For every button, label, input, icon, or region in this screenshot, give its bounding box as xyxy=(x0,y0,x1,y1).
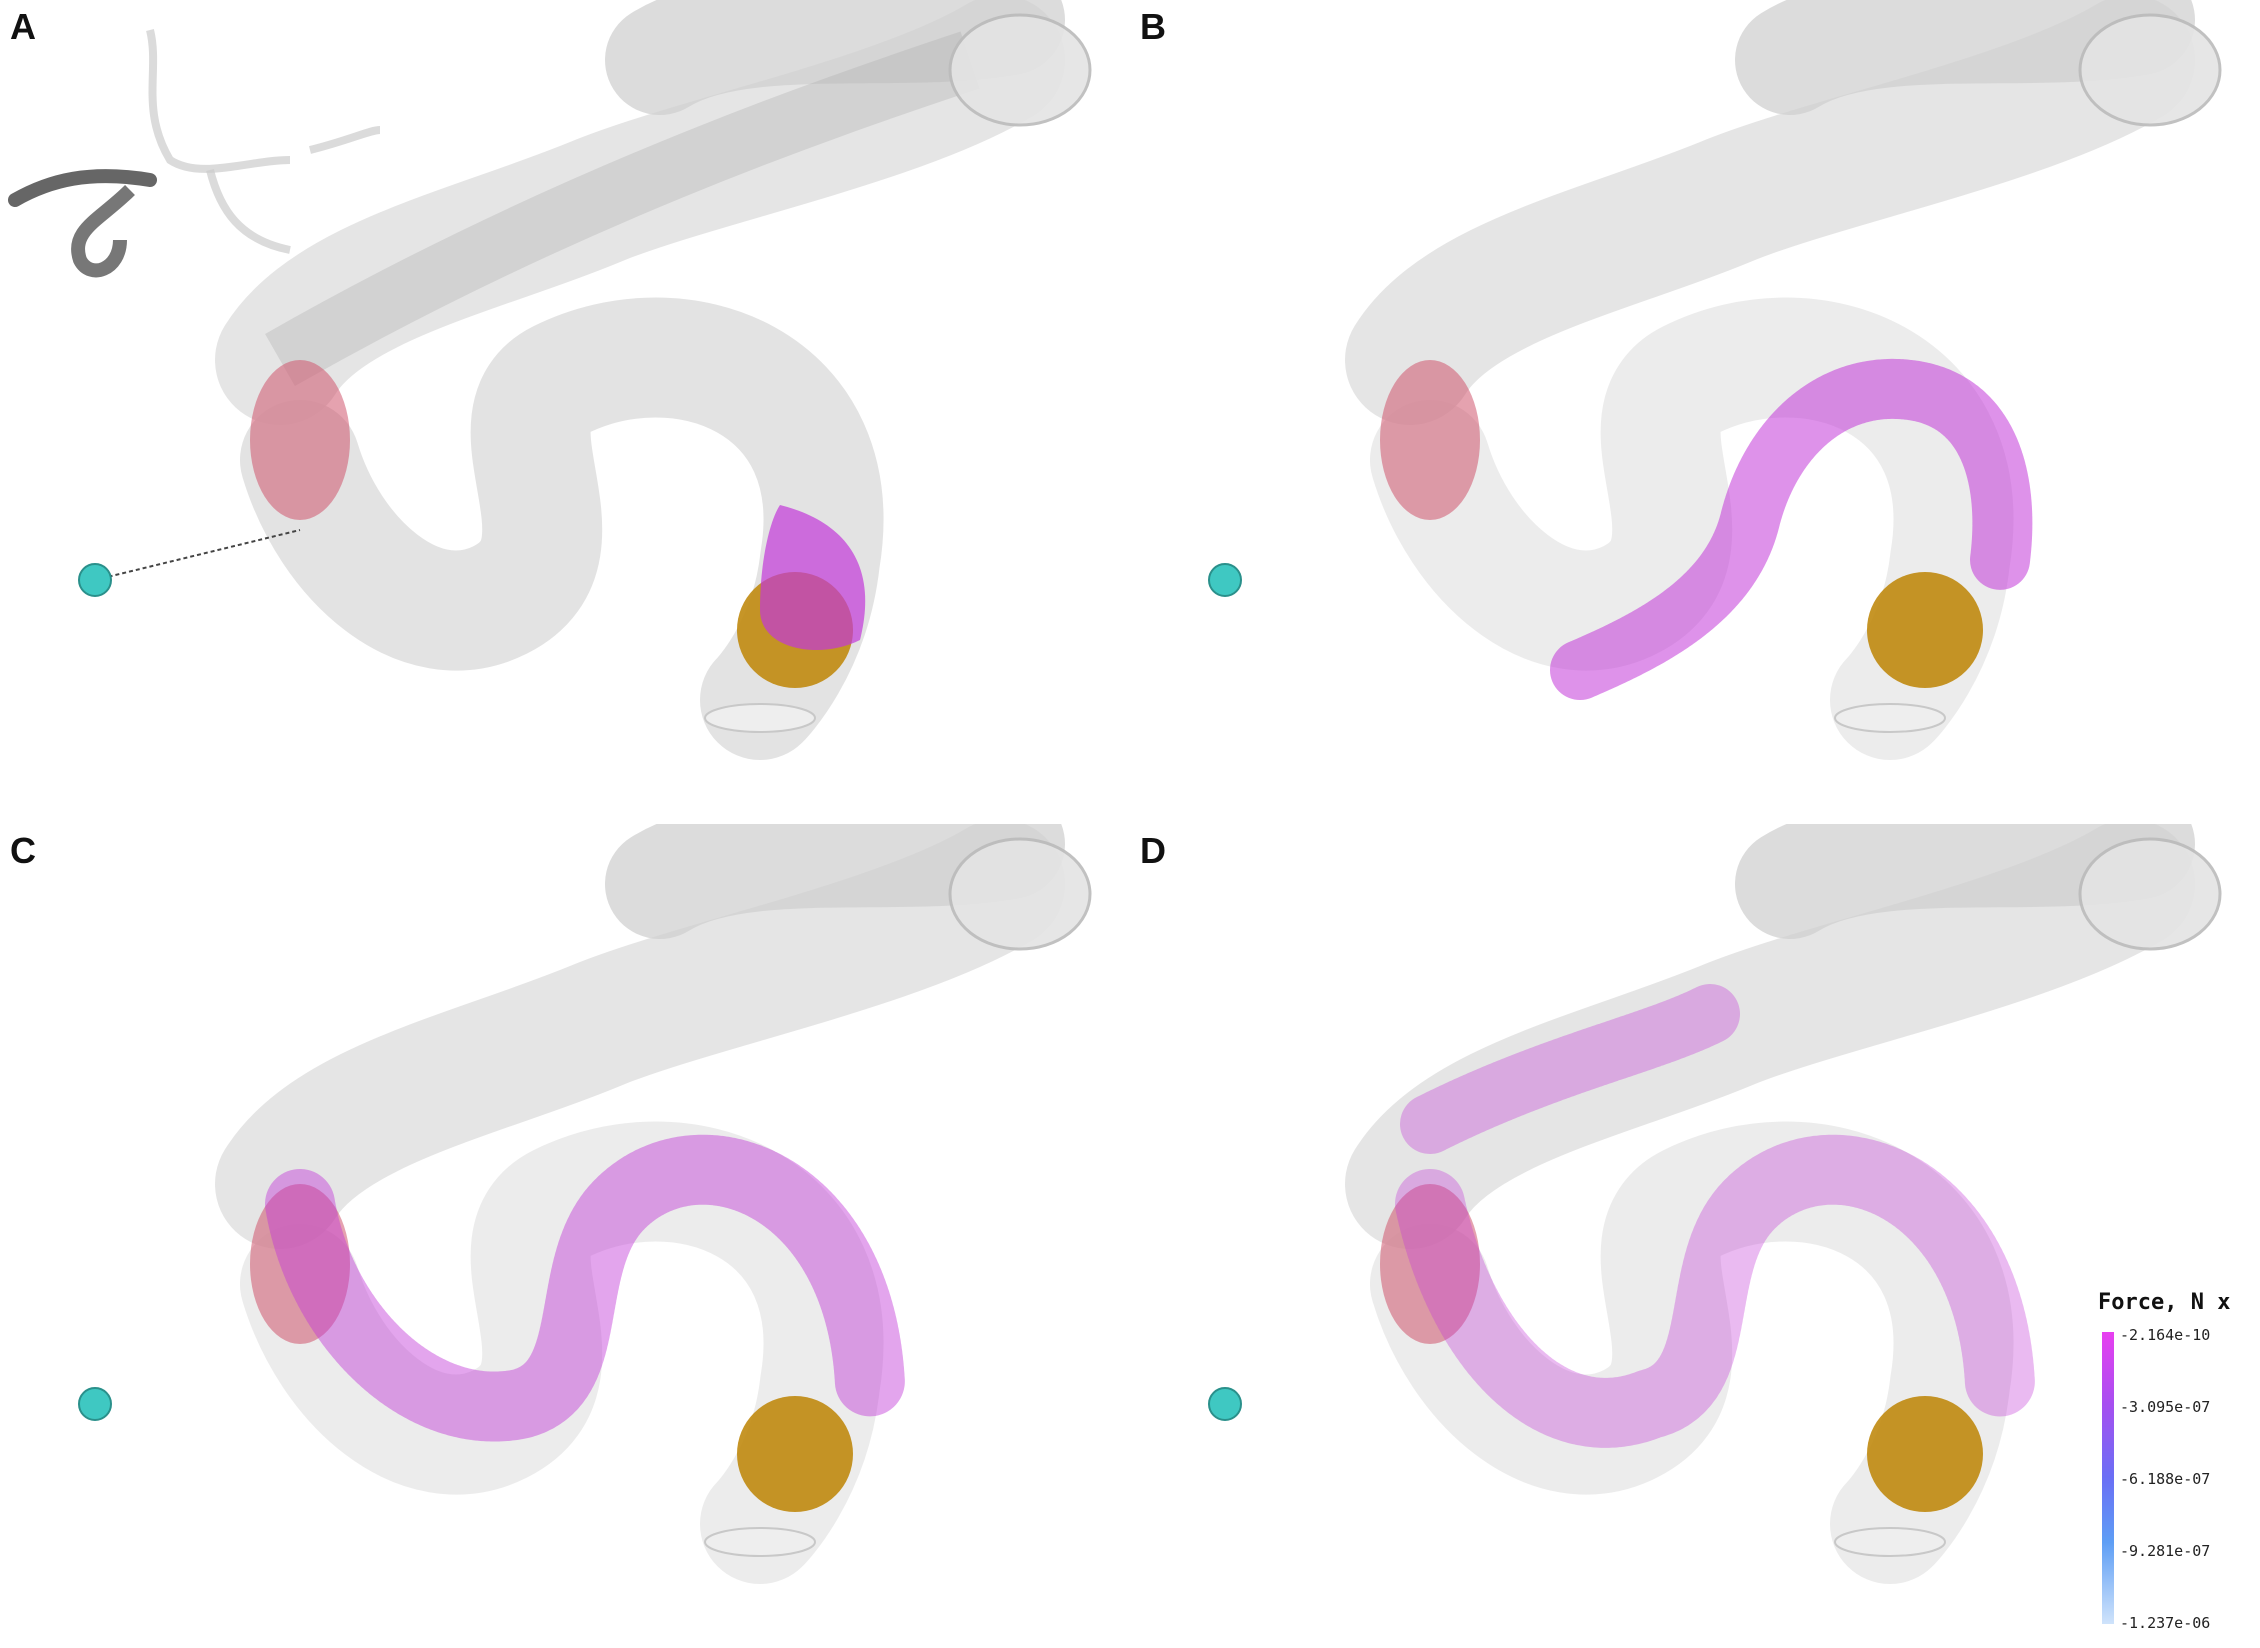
outlet-sphere xyxy=(737,1396,853,1512)
colorbar-tick: -6.188e-07 xyxy=(2120,1470,2211,1488)
source-line xyxy=(94,529,301,581)
force-colorbar: Force, N x -2.164e-10 -3.095e-07 -6.188e… xyxy=(2098,1290,2260,1640)
inlet-disc xyxy=(250,360,350,520)
inlet-disc xyxy=(1380,1184,1480,1344)
inlet-disc xyxy=(250,1184,350,1344)
panel-label: C xyxy=(10,830,36,871)
vessel-scene xyxy=(1208,824,2222,1584)
source-point xyxy=(1208,563,1242,597)
vessel-model xyxy=(215,824,1092,1584)
colorbar-tick: -1.237e-06 xyxy=(2120,1614,2211,1632)
outlet-sphere xyxy=(1867,1396,1983,1512)
vessel-model xyxy=(1345,0,2222,760)
panel-label: A xyxy=(10,6,36,47)
inset-vascular-tree xyxy=(8,29,381,278)
colorbar-gradient xyxy=(2102,1332,2114,1624)
source-point xyxy=(78,1387,112,1421)
particle-cloud xyxy=(1395,1134,2035,1448)
particle-cloud xyxy=(760,505,866,650)
panel-a: A xyxy=(0,0,1130,824)
vessel-scene xyxy=(78,824,1092,1584)
vessel-model xyxy=(215,0,1092,760)
panel-label: D xyxy=(1140,830,1166,871)
vessel-scene xyxy=(8,0,1092,760)
inlet-disc xyxy=(1380,360,1480,520)
vessel-model xyxy=(1345,824,2222,1584)
colorbar-tick: -9.281e-07 xyxy=(2120,1542,2211,1560)
colorbar-title: Force, N x xyxy=(2098,1290,2231,1315)
panel-c: C xyxy=(0,824,1130,1648)
colorbar-tick: -3.095e-07 xyxy=(2120,1398,2211,1416)
source-point xyxy=(78,563,112,597)
outlet-sphere xyxy=(1867,572,1983,688)
panel-label: B xyxy=(1140,6,1166,47)
vessel-scene xyxy=(1208,0,2222,760)
panel-d: D xyxy=(1130,824,2260,1648)
panel-b: B xyxy=(1130,0,2260,824)
particle-cloud xyxy=(1400,984,1740,1154)
particle-cloud xyxy=(265,1134,905,1442)
colorbar-tick: -2.164e-10 xyxy=(2120,1326,2211,1344)
source-point xyxy=(1208,1387,1242,1421)
particle-cloud xyxy=(1550,358,2033,700)
